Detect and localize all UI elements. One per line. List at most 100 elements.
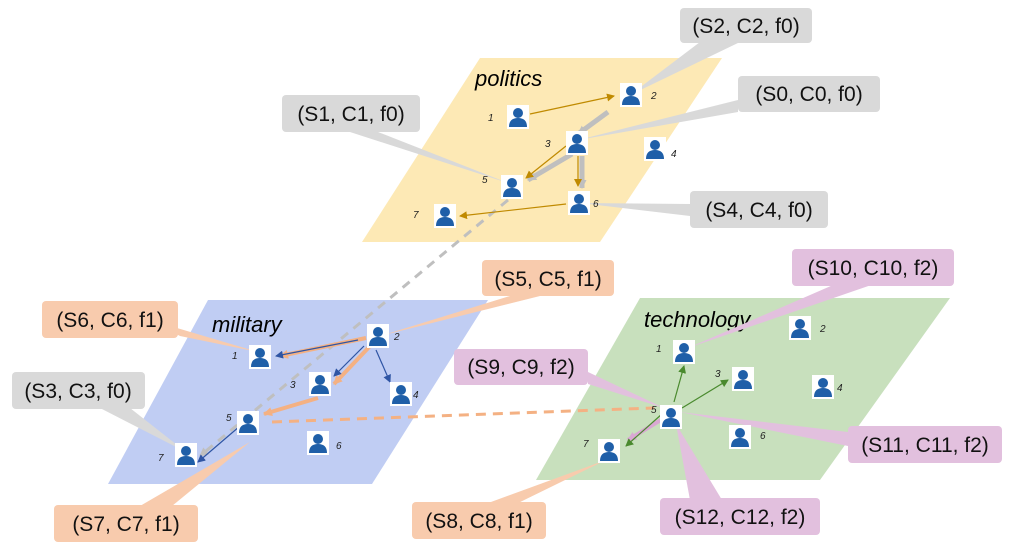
user-number: 2 (650, 91, 657, 102)
user-number: 3 (290, 380, 296, 391)
user-number: 2 (393, 332, 400, 343)
user-number: 7 (413, 210, 419, 221)
callout-s8 (412, 502, 546, 539)
user-node-politics-4: 4 (644, 137, 677, 161)
plane-title-technology: technology (644, 307, 752, 332)
callout-s6-label: (S6, C6, f1) (56, 309, 163, 332)
user-number: 2 (819, 324, 826, 335)
user-node-politics-2: 2 (620, 83, 657, 107)
user-icon (369, 327, 387, 346)
callout-s0-label: (S0, C0, f0) (755, 83, 862, 106)
user-icon (239, 414, 257, 433)
user-number: 5 (651, 405, 657, 416)
callout-s8-label: (S8, C8, f1) (425, 510, 532, 533)
user-node-politics-5: 5 (482, 175, 523, 199)
callout-s9-label: (S9, C9, f2) (467, 356, 574, 379)
user-number: 6 (336, 441, 342, 452)
propagation-s7-s8 (271, 406, 655, 424)
callout-s2-label: (S2, C2, f0) (692, 15, 799, 38)
callout-s11 (848, 426, 1002, 463)
user-node-technology-2: 2 (789, 316, 826, 340)
user-node-technology-3: 3 (715, 367, 754, 391)
user-number: 6 (593, 199, 599, 210)
user-node-technology-6: 6 (729, 425, 766, 449)
callout-s3 (12, 372, 145, 409)
user-number: 1 (232, 351, 238, 362)
user-icon (568, 134, 586, 153)
plane-title-military: military (212, 312, 284, 337)
user-node-technology-4: 4 (812, 375, 843, 399)
propagation-s0-s1 (526, 151, 574, 183)
callout-s3-label: (S3, C3, f0) (24, 380, 131, 403)
user-icon (814, 378, 832, 397)
callout-s2 (680, 8, 812, 43)
callout-s7-label: (S7, C7, f1) (72, 513, 179, 536)
callout-s9 (454, 349, 588, 385)
user-node-politics-6: 6 (568, 191, 599, 215)
user-number: 3 (545, 139, 551, 150)
user-node-politics-7: 7 (413, 204, 456, 228)
user-node-military-3: 3 (290, 372, 331, 396)
user-icon (509, 108, 527, 127)
callout-s1 (282, 95, 420, 132)
callout-s4-label: (S4, C4, f0) (705, 199, 812, 222)
callout-s5 (482, 260, 614, 296)
user-icon (503, 178, 521, 197)
user-node-politics-1: 1 (488, 105, 529, 129)
callouts: (S0, C0, f0) (S1, C1, f0) (S2, C2, f0) (… (12, 8, 1002, 542)
user-node-military-4: 4 (390, 382, 419, 406)
callout-s5-label: (S5, C5, f1) (494, 268, 601, 291)
user-icon (436, 207, 454, 226)
user-number: 4 (671, 149, 677, 160)
user-icon (311, 375, 329, 394)
user-icon (309, 434, 327, 453)
user-number: 4 (837, 383, 843, 394)
user-icon (251, 348, 269, 367)
user-icon (600, 442, 618, 461)
user-icon (570, 194, 588, 213)
user-icon (646, 140, 664, 159)
user-node-military-1: 1 (232, 345, 271, 369)
user-number: 4 (413, 390, 419, 401)
user-number: 7 (158, 453, 164, 464)
callout-s4 (690, 191, 828, 228)
plane-title-politics: politics (474, 66, 542, 91)
military-plane (108, 300, 488, 484)
user-node-military-5: 5 (226, 411, 259, 435)
intra-plane-edges (197, 93, 729, 463)
user-icon (662, 408, 680, 427)
propagation-s1-s3 (199, 198, 509, 458)
callout-s12 (660, 498, 820, 535)
user-icon (675, 343, 693, 362)
user-number: 1 (656, 344, 662, 355)
callout-s12-label: (S12, C12, f2) (675, 506, 806, 529)
callout-s0 (738, 76, 880, 112)
user-node-politics-3: 3 (545, 131, 588, 155)
callout-s10 (792, 249, 954, 286)
user-icon (177, 446, 195, 465)
user-node-technology-1: 1 (656, 340, 695, 364)
user-number: 3 (715, 369, 721, 380)
user-icon (731, 428, 749, 447)
user-number: 5 (226, 413, 232, 424)
user-node-military-2: 2 (367, 324, 400, 348)
user-number: 7 (583, 439, 589, 450)
user-icon (791, 319, 809, 338)
user-node-technology-7: 7 (583, 439, 620, 463)
propagation-mil3-s7 (263, 396, 319, 417)
user-icon (622, 86, 640, 105)
callout-s7 (54, 505, 198, 542)
user-icon (392, 385, 410, 404)
callout-s6 (42, 301, 178, 338)
user-number: 6 (760, 431, 766, 442)
user-node-military-6: 6 (307, 431, 342, 455)
propagation-s2-s0 (576, 109, 610, 137)
callout-s11-label: (S11, C11, f2) (861, 434, 989, 457)
propagation-s5-mil3 (332, 342, 374, 386)
user-node-technology-5: 5 (651, 405, 682, 429)
callout-s1-label: (S1, C1, f0) (297, 103, 404, 126)
users: 1 2 3 4 5 6 7 1 2 3 4 5 6 7 1 2 3 4 5 6 7 (158, 83, 843, 467)
user-number: 5 (482, 175, 488, 186)
user-number: 1 (488, 113, 494, 124)
